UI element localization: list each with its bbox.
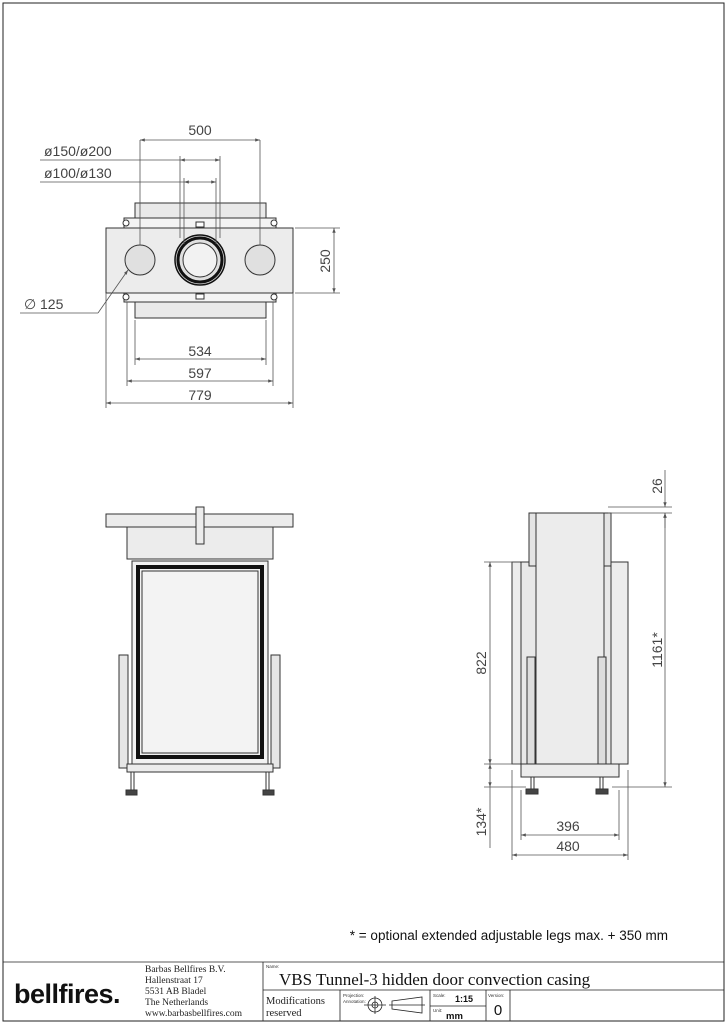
- side-view-labels: 26 1161* 822 134* 396 480: [473, 478, 665, 854]
- front-side-panel-right: [270, 654, 281, 769]
- dim-396: 396: [556, 818, 580, 834]
- version-label: Version:: [488, 993, 504, 998]
- side-foot-back: [595, 788, 609, 795]
- bellfires-logo: bellfires.: [14, 979, 120, 1009]
- version-value: 0: [494, 1002, 502, 1019]
- dim-flue-inner: ø100/ø130: [44, 165, 112, 181]
- side-leg-front: [526, 656, 536, 778]
- modifications-line-2: reserved: [266, 1008, 302, 1019]
- flue-inner: [182, 242, 218, 278]
- projection-symbol-icon: [364, 996, 425, 1014]
- side-back-panel-outer: [610, 561, 629, 765]
- side-foot-front: [525, 788, 539, 795]
- corner-knob-tr: [270, 219, 278, 227]
- side-bottom-rail: [520, 763, 620, 778]
- top-clip-front: [195, 293, 205, 300]
- side-top-left-post: [528, 512, 537, 567]
- dim-779: 779: [188, 387, 212, 403]
- front-bottom-rail: [126, 763, 274, 773]
- front-glass-border: [136, 565, 264, 759]
- annotation-label: Annotation:: [343, 999, 366, 1004]
- front-foot-right: [262, 789, 275, 796]
- corner-knob-bl: [122, 293, 130, 301]
- top-view-dimensions: [20, 138, 340, 408]
- title-block: [3, 961, 724, 1021]
- modifications-line-1: Modifications: [266, 996, 325, 1007]
- side-view-dimensions: [484, 470, 672, 860]
- corner-knob-tl: [122, 219, 130, 227]
- address-line-5: www.barbasbellfires.com: [145, 1008, 243, 1019]
- corner-knob-br: [270, 293, 278, 301]
- footnote: * = optional extended adjustable legs ma…: [350, 928, 668, 943]
- dim-500: 500: [188, 122, 212, 138]
- address-line-1: Barbas Bellfires B.V.: [145, 964, 226, 975]
- address-line-2: Hallenstraat 17: [145, 976, 203, 986]
- name-label: Name:: [266, 964, 279, 969]
- side-top-right-post: [603, 512, 612, 567]
- convection-hole-left: [124, 244, 156, 276]
- dim-250: 250: [317, 249, 333, 273]
- dim-125-symbol: ∅: [24, 296, 36, 312]
- front-side-panel-left: [118, 654, 129, 769]
- dim-1161: 1161*: [649, 632, 665, 668]
- unit-value: mm: [446, 1011, 463, 1022]
- top-view: [105, 202, 294, 319]
- dim-597: 597: [188, 365, 212, 381]
- front-foot-left: [125, 789, 138, 796]
- front-flue-collar: [195, 506, 205, 545]
- dim-480: 480: [556, 838, 580, 854]
- unit-label: Unit:: [433, 1008, 442, 1013]
- dim-534: 534: [188, 343, 212, 359]
- convection-hole-right: [244, 244, 276, 276]
- projection-label: Projection:: [343, 993, 364, 998]
- top-clip-back: [195, 221, 205, 228]
- dim-134: 134*: [473, 807, 489, 836]
- front-glass: [141, 570, 259, 754]
- flue-outer-ring: [176, 236, 224, 284]
- side-view: [511, 512, 629, 795]
- top-view-labels: 500 ø150/ø200 ø100/ø130 250 ∅ 125 534 59…: [24, 122, 333, 403]
- address-line-3: 5531 AB Bladel: [145, 987, 207, 997]
- scale-label: Scale:: [433, 993, 446, 998]
- side-main-body: [535, 512, 605, 778]
- scale-value: 1:15: [455, 994, 473, 1004]
- dim-flue-outer: ø150/ø200: [44, 143, 112, 159]
- dim-26: 26: [649, 478, 665, 494]
- address-line-4: The Netherlands: [145, 998, 208, 1008]
- side-leg-back: [597, 656, 607, 778]
- company-address: Barbas Bellfires B.V. Hallenstraat 17 55…: [145, 964, 243, 1019]
- dim-822: 822: [473, 651, 489, 675]
- product-name: VBS Tunnel-3 hidden door convection casi…: [279, 970, 591, 989]
- front-view: [105, 506, 294, 796]
- dim-125: 125: [40, 296, 64, 312]
